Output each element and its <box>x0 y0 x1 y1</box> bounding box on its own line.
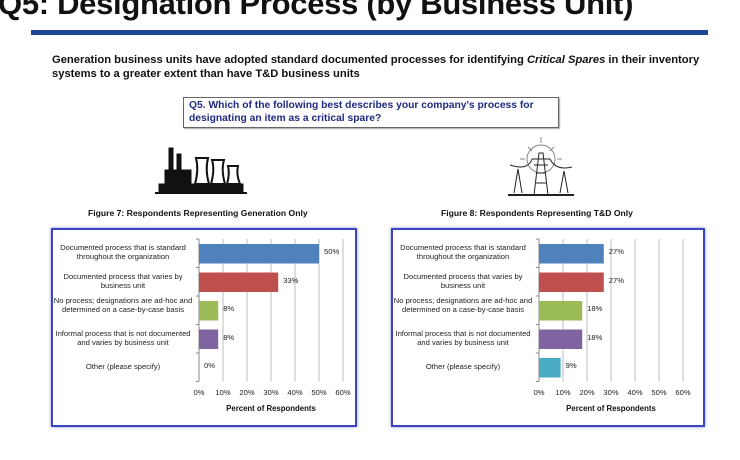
category-label: Other (please specify) <box>85 361 161 371</box>
title-divider <box>31 30 708 35</box>
bar <box>539 272 604 292</box>
subtitle-text: Generation business units have adopted s… <box>52 54 527 66</box>
bar <box>539 329 583 349</box>
bar <box>199 272 279 292</box>
x-tick-label: 10% <box>215 387 231 397</box>
category-label: Informal process that is not documented … <box>395 328 531 347</box>
value-label: 9% <box>565 361 577 371</box>
bar <box>199 301 219 321</box>
x-tick-label: 40% <box>627 387 643 397</box>
bar <box>539 301 583 321</box>
x-axis-title: Percent of Respondents <box>566 403 656 413</box>
value-label: 33% <box>283 275 299 285</box>
x-tick-label: 0% <box>533 387 545 397</box>
x-tick-label: 20% <box>579 387 595 397</box>
x-tick-label: 50% <box>651 387 667 397</box>
x-axis-title: Percent of Respondents <box>226 403 316 413</box>
bar <box>539 244 604 264</box>
x-tick-label: 30% <box>263 387 279 397</box>
category-label: No process; designations are ad-hoc and … <box>393 295 533 314</box>
x-tick-label: 0% <box>193 387 205 397</box>
td-chart: 0% 10% 20% 30% 40% 50% 60% Documented process t… <box>391 228 705 427</box>
x-tick-label: 60% <box>675 387 691 397</box>
bar <box>539 358 561 378</box>
chart-plot <box>196 238 344 382</box>
value-label: 18% <box>587 304 603 314</box>
subtitle-text-end: in their inventory systems to a greater … <box>52 54 700 80</box>
chart-plot <box>536 238 684 382</box>
transmission-tower-icon <box>508 137 574 196</box>
category-label: Documented process that varies by busine… <box>403 271 523 290</box>
question-box: Q5. Which of the following best describe… <box>183 97 559 128</box>
x-tick-label: 10% <box>555 387 571 397</box>
bar <box>199 329 219 349</box>
bar <box>199 244 319 264</box>
value-label: 8% <box>223 332 235 342</box>
category-label: Other (please specify) <box>425 361 501 371</box>
x-tick-label: 50% <box>311 387 327 397</box>
power-plant-icon <box>155 147 247 194</box>
value-label: 50% <box>324 247 340 257</box>
value-label: 27% <box>608 275 624 285</box>
page-title: Q5: Designation Process (by Business Uni… <box>0 0 634 21</box>
generation-chart: 0% 10% 20% 30% 40% 50% 60% Documented process t… <box>51 228 357 427</box>
figure-8-title: Figure 8: Respondents Representing T&D O… <box>441 208 633 218</box>
value-label: 0% <box>204 361 215 371</box>
subtitle-emphasis: Critical Spares <box>526 54 606 66</box>
x-tick-label: 20% <box>239 387 255 397</box>
category-label: Informal process that is not documented … <box>55 328 191 347</box>
slide-subtitle: Generation business units have adopted s… <box>52 53 712 81</box>
category-label: Documented process that varies by busine… <box>63 271 183 290</box>
value-label: 27% <box>608 247 624 257</box>
x-tick-label: 40% <box>287 387 303 397</box>
x-tick-label: 30% <box>603 387 619 397</box>
value-label: 18% <box>587 332 603 342</box>
category-label: Documented process that is standard thro… <box>400 243 526 262</box>
category-label: Documented process that is standard thro… <box>60 243 186 262</box>
value-label: 8% <box>223 304 235 314</box>
x-tick-label: 60% <box>335 387 351 397</box>
figure-7-title: Figure 7: Respondents Representing Gener… <box>88 208 308 218</box>
category-label: No process; designations are ad-hoc and … <box>53 295 193 314</box>
